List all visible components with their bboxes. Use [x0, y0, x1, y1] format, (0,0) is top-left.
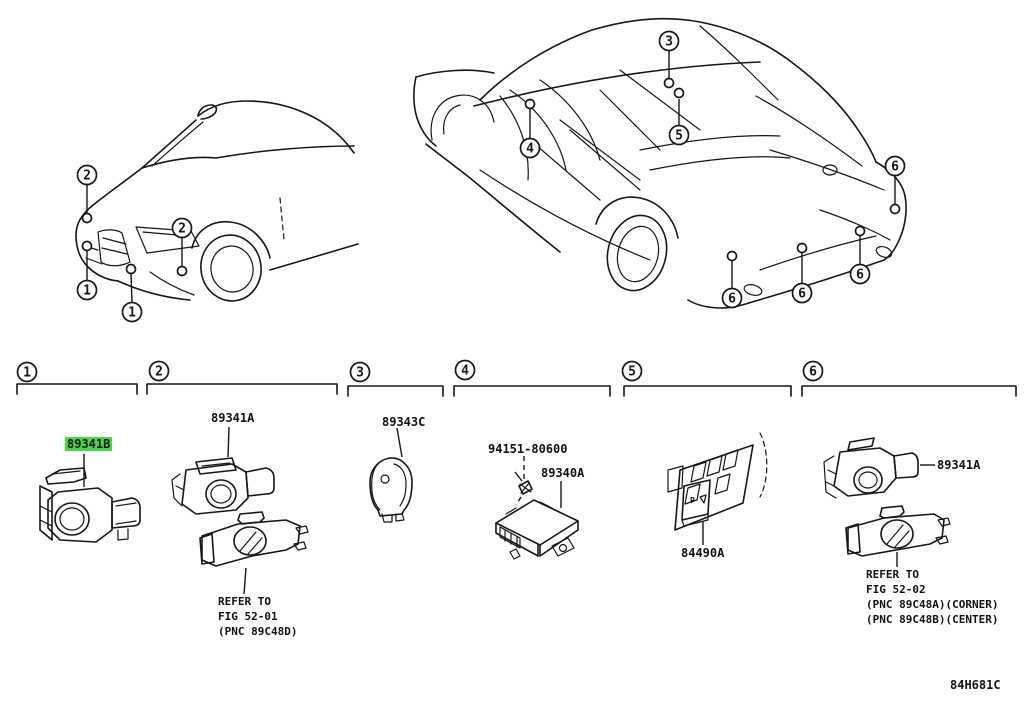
svg-text:4: 4 [461, 364, 469, 379]
part-retainer-rear [845, 505, 951, 567]
section-header-3: 3 [347, 361, 444, 397]
part-retainer-front [199, 511, 309, 595]
part-number-89343C[interactable]: 89343C [382, 415, 426, 429]
svg-text:2: 2 [83, 169, 91, 184]
part-number-84490A[interactable]: 84490A [681, 546, 725, 560]
callout-6-bumper-corner: 6 [884, 155, 906, 215]
parking-switch-glyph: P [690, 496, 695, 505]
callout-6-bumper-right: 6 [849, 225, 871, 285]
part-buzzer-89343C [369, 427, 413, 523]
svg-text:1: 1 [128, 306, 136, 321]
refer-note-line: REFER TO [218, 595, 271, 608]
part-sensor-89341A-front [171, 426, 275, 515]
svg-text:3: 3 [356, 366, 364, 381]
part-ecu-89340A [495, 481, 579, 560]
part-sensor-89341B [39, 454, 141, 543]
refer-note-line: (PNC 89C48A)(CORNER) [866, 598, 999, 611]
callout-2-front-left: 2 [76, 164, 98, 224]
svg-text:5: 5 [628, 365, 636, 380]
section-headers: 1 2 3 4 5 6 [16, 359, 1017, 397]
part-number-89341A-front[interactable]: 89341A [211, 411, 255, 425]
callout-3-rear-deck: 3 [658, 30, 680, 89]
part-sensor-89341A-rear [823, 437, 935, 499]
section-header-6: 6 [801, 360, 1017, 397]
callout-6-bumper-left: 6 [721, 250, 743, 309]
refer-note-line: (PNC 89C48D) [218, 625, 298, 638]
callout-1-front-left: 1 [76, 240, 98, 301]
part-number-89341A-rear[interactable]: 89341A [937, 458, 981, 472]
callout-5-rear-deck: 5 [668, 87, 690, 146]
part-number-89341B[interactable]: 89341B [65, 437, 113, 451]
callout-6-bumper-center: 6 [791, 242, 813, 304]
svg-text:1: 1 [23, 366, 31, 381]
svg-text:1: 1 [83, 284, 91, 299]
callout-2-front-right: 2 [171, 217, 193, 277]
figure-code: 84H681C [950, 678, 1001, 692]
svg-text:2: 2 [178, 222, 186, 237]
refer-note-front: REFER TO FIG 52-01 (PNC 89C48D) [218, 594, 297, 639]
callout-1-front-center: 1 [121, 263, 143, 323]
refer-note-line: (PNC 89C48B)(CENTER) [866, 613, 999, 626]
svg-text:4: 4 [526, 142, 534, 157]
svg-text:6: 6 [798, 287, 806, 302]
callout-4-cabin: 4 [519, 98, 541, 159]
section-header-1: 1 [16, 361, 138, 395]
front-car-callouts: 2 1 1 2 [76, 164, 193, 323]
section-header-2: 2 [146, 360, 338, 395]
part-number-94151-80600[interactable]: 94151-80600 [488, 442, 568, 456]
rear-car-callouts: 3 4 5 6 6 6 [519, 30, 906, 309]
svg-text:5: 5 [675, 129, 683, 144]
refer-note-line: REFER TO [866, 568, 919, 581]
svg-text:2: 2 [155, 365, 163, 380]
part-number-89340A[interactable]: 89340A [541, 466, 585, 480]
svg-text:3: 3 [665, 35, 673, 50]
svg-text:6: 6 [891, 160, 899, 175]
front-car-illustration [75, 100, 359, 302]
part-switch-panel-84490A: P [667, 432, 768, 545]
part-screw-94151-80600 [514, 456, 533, 506]
refer-note-line: FIG 52-01 [218, 610, 278, 623]
section-header-5: 5 [621, 360, 792, 397]
refer-note-line: FIG 52-02 [866, 583, 926, 596]
rear-car-illustration [413, 17, 907, 309]
section-header-4: 4 [453, 359, 611, 397]
svg-text:6: 6 [809, 365, 817, 380]
refer-note-rear: REFER TO FIG 52-02 (PNC 89C48A)(CORNER) … [866, 567, 998, 627]
svg-text:6: 6 [856, 268, 864, 283]
svg-text:6: 6 [728, 292, 736, 307]
